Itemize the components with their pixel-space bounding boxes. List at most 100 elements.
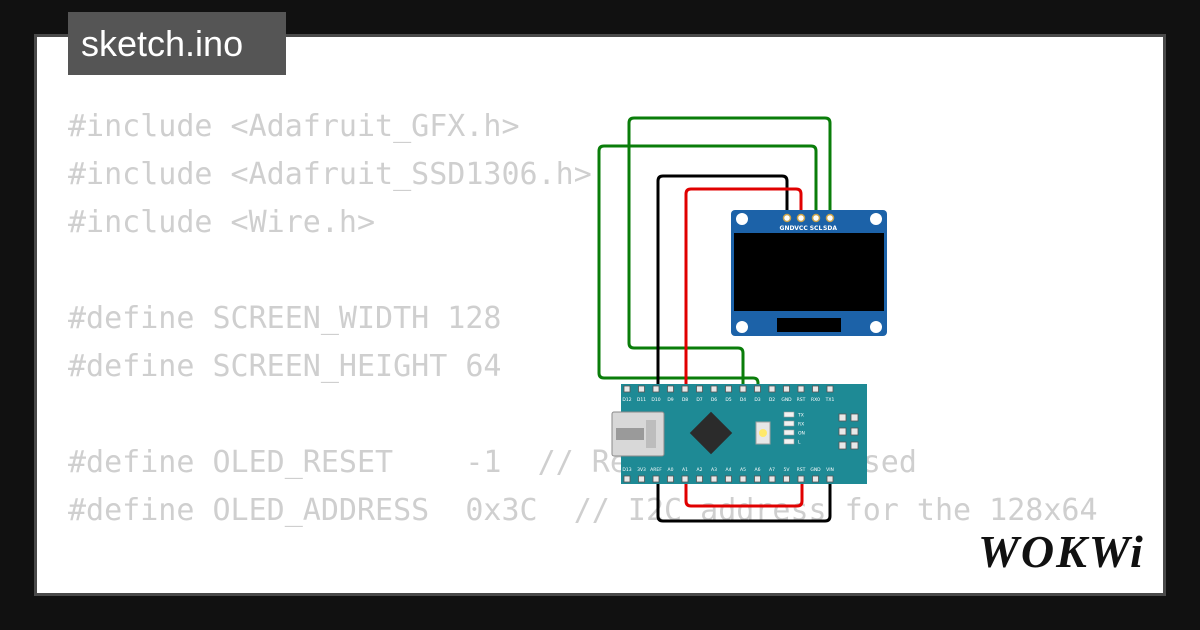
oled-pin-label: VCC xyxy=(794,225,808,232)
nano-pin-label: A3 xyxy=(711,467,717,473)
status-led-label: TX xyxy=(797,413,804,419)
nano-pin-label: D8 xyxy=(682,397,688,403)
nano-pin[interactable] xyxy=(623,475,631,483)
oled-pin[interactable] xyxy=(782,213,792,223)
nano-pin[interactable] xyxy=(623,385,631,393)
nano-pin-label: TX1 xyxy=(825,397,835,403)
code-line: #include <Wire.h> xyxy=(68,205,376,240)
nano-pin[interactable] xyxy=(754,475,761,483)
nano-pin-label: D9 xyxy=(667,397,673,403)
oled-pin-label: SDA xyxy=(823,225,837,232)
nano-pin[interactable] xyxy=(681,385,689,393)
oled-pin-label: SCL xyxy=(810,225,823,232)
code-card: #include <Adafruit_GFX.h>#include <Adafr… xyxy=(34,34,1166,596)
nano-top-pins xyxy=(623,385,834,393)
nano-pin[interactable] xyxy=(710,385,718,393)
nano-pin-label: D5 xyxy=(725,397,731,403)
nano-pin-label: A1 xyxy=(682,467,688,473)
nano-pin[interactable] xyxy=(681,475,689,483)
nano-pin[interactable] xyxy=(783,475,790,483)
status-led-label: L xyxy=(798,440,801,446)
status-led-label: ON xyxy=(798,431,805,437)
oled-pin[interactable] xyxy=(811,213,821,223)
icsp-pin xyxy=(850,413,859,422)
nano-pin-label: RX0 xyxy=(811,397,820,403)
nano-pin-label: RST xyxy=(797,397,806,403)
nano-pin-label: D7 xyxy=(696,397,702,403)
status-led xyxy=(783,420,795,427)
nano-pin[interactable] xyxy=(812,385,819,393)
nano-pin[interactable] xyxy=(826,385,834,393)
nano-pin[interactable] xyxy=(638,385,645,393)
oled-screen xyxy=(734,233,884,311)
icsp-pin xyxy=(838,427,847,436)
nano-pin[interactable] xyxy=(768,385,776,393)
icsp-pin xyxy=(850,427,859,436)
nano-pin-label: A6 xyxy=(755,467,761,473)
nano-pin-label: 5V xyxy=(784,467,791,473)
nano-pin-label: D3 xyxy=(754,397,760,403)
nano-pin[interactable] xyxy=(812,475,819,483)
nano-pin[interactable] xyxy=(725,385,732,393)
file-tab[interactable]: sketch.ino xyxy=(68,12,286,75)
nano-pin[interactable] xyxy=(652,475,660,483)
nano-pin[interactable] xyxy=(797,385,805,393)
nano-pin-label: VIN xyxy=(826,467,834,473)
nano-pin[interactable] xyxy=(797,475,805,483)
code-listing: #include <Adafruit_GFX.h>#include <Adafr… xyxy=(68,103,1163,593)
nano-pin[interactable] xyxy=(710,475,718,483)
nano-pin-label: D12 xyxy=(622,397,631,403)
wire-vcc[interactable] xyxy=(684,187,804,508)
nano-pin[interactable] xyxy=(725,475,732,483)
nano-pin[interactable] xyxy=(826,475,834,483)
nano-pin[interactable] xyxy=(768,475,776,483)
nano-pin-label: D11 xyxy=(637,397,646,403)
code-line: Adafruit_SSD1306 display(SCREEN_WIDTH, S… xyxy=(68,583,1163,593)
wire-sda[interactable] xyxy=(627,116,832,480)
status-led xyxy=(783,438,795,445)
nano-pin[interactable] xyxy=(638,475,645,483)
nano-pin-label: D6 xyxy=(711,397,717,403)
wire-gnd[interactable] xyxy=(656,174,832,523)
nano-pin-label: 3V3 xyxy=(637,467,646,473)
nano-pin[interactable] xyxy=(754,385,761,393)
nano-pin-label: A2 xyxy=(697,467,703,473)
wokwi-logo: WOKWi xyxy=(978,526,1145,577)
nano-pin-label: GND xyxy=(781,397,792,403)
nano-pin-label: GND xyxy=(810,467,821,473)
nano-pin[interactable] xyxy=(652,385,660,393)
nano-pin-label: A7 xyxy=(769,467,775,473)
nano-pin-label: RST xyxy=(797,467,806,473)
nano-pin[interactable] xyxy=(696,385,703,393)
file-tab-label: sketch.ino xyxy=(81,23,244,64)
nano-pin-label: D4 xyxy=(740,397,746,403)
nano-pin[interactable] xyxy=(739,385,747,393)
oled-pins xyxy=(782,213,835,223)
oled-pin[interactable] xyxy=(796,213,806,223)
nano-pin[interactable] xyxy=(667,475,674,483)
nano-pin-label: D2 xyxy=(769,397,775,403)
code-line: #define SCREEN_HEIGHT 64 xyxy=(68,349,502,384)
icsp-header xyxy=(838,413,859,450)
oled-pin[interactable] xyxy=(825,213,835,223)
nano-pin-label: A0 xyxy=(668,467,674,473)
oled-pin-label: GND xyxy=(780,225,795,232)
nano-top-pin-labels: D12 D11 D10 D9 D8 D7 D6 D5 D4 D3 D2 GND RST RX0 TX1 xyxy=(622,397,834,403)
nano-bottom-pins xyxy=(623,475,834,483)
nano-pin-label: AREF xyxy=(650,467,662,473)
wire-scl[interactable] xyxy=(597,144,818,480)
code-line: #include <Adafruit_GFX.h> xyxy=(68,109,520,144)
nano-pin[interactable] xyxy=(667,385,674,393)
status-led xyxy=(783,411,795,418)
nano-pin-label: D10 xyxy=(651,397,660,403)
nano-pin[interactable] xyxy=(696,475,703,483)
nano-pin[interactable] xyxy=(739,475,747,483)
nano-pin-label: A5 xyxy=(740,467,746,473)
status-led-label: RX xyxy=(798,422,804,428)
nano-pin[interactable] xyxy=(783,385,790,393)
